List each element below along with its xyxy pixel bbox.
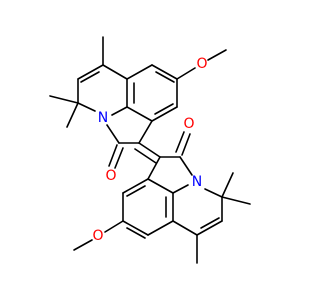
bond [122,220,149,236]
bond [147,220,174,236]
bond [77,64,104,80]
carbonyl-oxygen-bottom: O [183,116,194,132]
bond [221,196,251,205]
molecule-diagram: O N O O N O [49,36,251,264]
methoxy-oxygen-top: O [196,56,207,72]
carbonyl-oxygen-top: O [105,168,116,184]
bond [172,220,198,236]
bottom-half-bonds [73,131,251,264]
bond [154,103,174,115]
bond [207,49,227,61]
bond [102,64,128,80]
bond [200,217,220,229]
bond [104,220,124,233]
bond [126,185,146,197]
bond [77,102,96,112]
bond [73,239,93,251]
bond [151,106,178,122]
bond [111,106,128,116]
nitrogen-top: N [98,110,108,126]
bond [204,188,223,198]
bond [122,178,149,194]
bond [179,156,193,176]
bond [176,67,196,80]
bond [49,95,79,104]
central-double-bond [138,142,161,158]
bond [66,102,79,128]
atom-labels: O N O O N O [92,56,207,244]
nitrogen-bottom: N [192,174,202,190]
bond [138,120,153,144]
structure-canvas: O N O O N O [49,36,251,264]
bond [106,124,120,144]
top-half-bonds [49,36,227,169]
bond [221,172,234,198]
bond [80,71,100,83]
bond [181,133,191,156]
bond [155,71,175,83]
bond [175,131,185,153]
methoxy-oxygen-bottom: O [92,228,103,244]
bond [151,64,178,80]
bond [147,178,174,194]
bond [196,220,223,236]
bond [172,184,189,194]
bond [108,144,118,167]
bond [126,106,153,122]
bond [114,147,124,169]
bond [126,64,153,80]
bond [126,227,146,239]
bond [147,156,161,180]
central-double-bond-inner [134,148,157,164]
